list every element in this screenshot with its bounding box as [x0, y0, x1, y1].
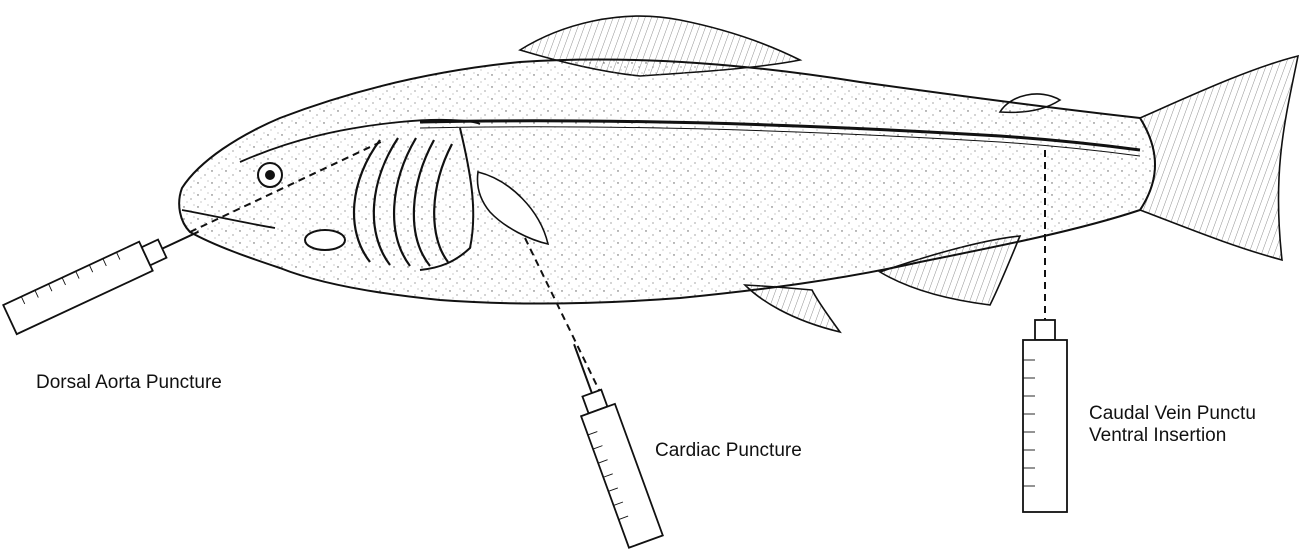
heart	[305, 230, 345, 250]
cardiac-label: Cardiac Puncture	[655, 440, 802, 462]
syringe-cardiac	[557, 338, 663, 548]
pupil	[265, 170, 275, 180]
syringe-dorsal-aorta	[3, 217, 205, 334]
dorsal-aorta-label: Dorsal Aorta Puncture	[36, 372, 222, 394]
caudal-vein-label: Caudal Vein Punctu Ventral Insertion	[1089, 403, 1256, 447]
fish-body	[179, 59, 1155, 303]
tail-fin	[1140, 56, 1298, 260]
pelvic-fin	[745, 285, 840, 332]
caudal-vein-label-line1: Caudal Vein Punctu	[1089, 403, 1256, 425]
caudal-vein-label-line2: Ventral Insertion	[1089, 425, 1256, 447]
syringe-caudal	[1023, 320, 1067, 512]
